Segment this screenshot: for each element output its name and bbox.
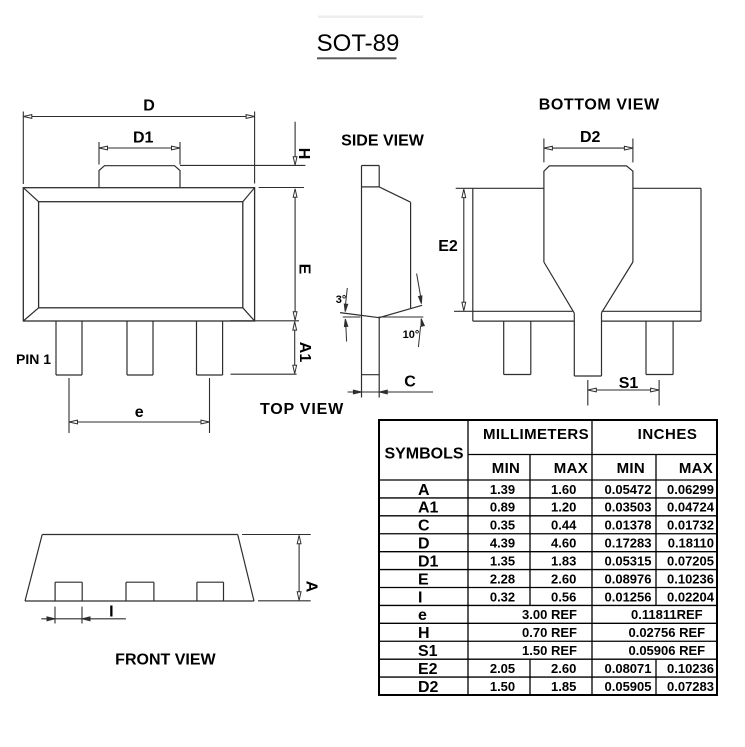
svg-text:0.07205: 0.07205 [667,553,714,568]
svg-text:0.05905: 0.05905 [605,679,652,694]
svg-text:D1: D1 [133,130,154,147]
svg-text:0.11811REF: 0.11811REF [631,607,703,622]
svg-text:1.60: 1.60 [551,482,576,497]
svg-text:0.01732: 0.01732 [667,518,714,533]
svg-text:MIN: MIN [617,460,645,477]
svg-text:0.04724: 0.04724 [667,500,715,515]
svg-text:MIN: MIN [492,460,520,477]
svg-text:2.28: 2.28 [490,571,515,586]
svg-text:0.10236: 0.10236 [667,571,714,586]
svg-text:MAX: MAX [679,460,713,477]
svg-text:A1: A1 [296,342,313,363]
svg-text:1.50: 1.50 [490,679,515,694]
svg-text:FRONT VIEW: FRONT VIEW [115,652,216,669]
svg-text:0.05315: 0.05315 [605,553,652,568]
svg-text:C: C [404,374,416,391]
svg-text:0.70 REF: 0.70 REF [522,625,577,640]
svg-text:S1: S1 [418,643,438,660]
svg-text:S1: S1 [619,375,639,392]
svg-text:e: e [135,404,144,421]
svg-text:10°: 10° [403,329,420,341]
svg-text:0.06299: 0.06299 [667,482,714,497]
svg-text:D: D [418,536,430,553]
svg-text:3.00 REF: 3.00 REF [522,607,577,622]
svg-text:1.39: 1.39 [490,482,515,497]
svg-text:0.18110: 0.18110 [668,536,714,551]
svg-text:A1: A1 [418,500,439,517]
svg-text:0.44: 0.44 [551,518,577,533]
svg-text:4.39: 4.39 [490,536,515,551]
svg-text:SIDE VIEW: SIDE VIEW [341,133,425,150]
svg-text:A: A [303,581,320,593]
svg-text:D1: D1 [418,553,439,570]
svg-text:0.01256: 0.01256 [605,589,652,604]
svg-text:1.50 REF: 1.50 REF [522,643,577,658]
svg-text:D: D [143,98,155,115]
svg-text:SOT-89: SOT-89 [317,30,400,57]
svg-text:I: I [109,604,113,621]
svg-text:4.60: 4.60 [551,536,576,551]
svg-text:0.32: 0.32 [490,589,515,604]
svg-text:PIN 1: PIN 1 [16,351,51,367]
svg-text:2.60: 2.60 [551,661,576,676]
svg-text:E2: E2 [438,238,458,255]
svg-text:1.35: 1.35 [490,553,515,568]
svg-text:1.83: 1.83 [551,553,576,568]
svg-text:D2: D2 [418,679,439,696]
svg-text:0.35: 0.35 [490,518,515,533]
svg-text:E2: E2 [418,661,438,678]
svg-text:E: E [418,571,429,588]
svg-text:I: I [418,589,422,606]
svg-text:MILLIMETERS: MILLIMETERS [483,426,589,443]
svg-text:e: e [418,607,427,624]
svg-text:0.89: 0.89 [490,500,515,515]
svg-text:BOTTOM VIEW: BOTTOM VIEW [539,97,660,114]
svg-text:2.05: 2.05 [490,661,515,676]
svg-text:0.07283: 0.07283 [667,679,714,694]
svg-text:0.05472: 0.05472 [605,482,652,497]
svg-text:0.01378: 0.01378 [605,518,652,533]
svg-text:0.05906 REF: 0.05906 REF [628,643,705,658]
svg-text:0.02756 REF: 0.02756 REF [628,625,705,640]
svg-text:0.08976: 0.08976 [605,571,652,586]
svg-text:SYMBOLS: SYMBOLS [384,446,463,463]
svg-text:INCHES: INCHES [638,426,698,443]
svg-text:A: A [418,482,430,499]
svg-text:1.85: 1.85 [551,679,576,694]
svg-text:D2: D2 [580,129,601,146]
svg-text:1.20: 1.20 [551,500,576,515]
svg-text:0.17283: 0.17283 [605,536,652,551]
svg-text:H: H [418,625,430,642]
svg-text:0.10236: 0.10236 [667,661,714,676]
svg-text:3°: 3° [336,294,347,306]
svg-text:TOP VIEW: TOP VIEW [260,401,344,418]
svg-text:H: H [295,148,312,160]
svg-text:E: E [296,264,313,275]
svg-text:0.02204: 0.02204 [667,589,715,604]
svg-text:C: C [418,518,430,535]
svg-text:0.03503: 0.03503 [605,500,652,515]
svg-text:0.08071: 0.08071 [605,661,652,676]
svg-text:0.56: 0.56 [551,589,576,604]
svg-text:MAX: MAX [554,460,588,477]
svg-text:2.60: 2.60 [551,571,576,586]
